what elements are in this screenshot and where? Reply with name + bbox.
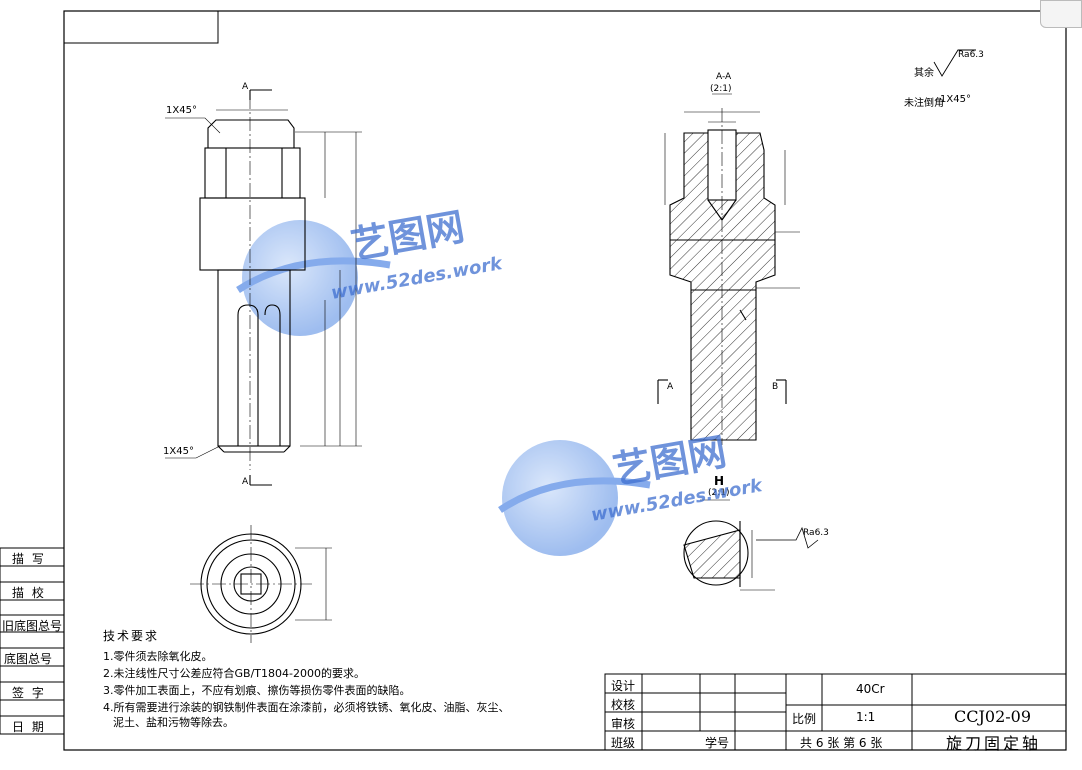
- tb-check-label: 校核: [611, 698, 636, 712]
- tb-audit-label: 审核: [611, 717, 636, 731]
- watermark-logo-1: [236, 220, 391, 336]
- side-label-sign: 签 字: [12, 686, 46, 700]
- tb-student-id-label: 学号: [705, 736, 730, 750]
- tech-req-item-4: 4.所有需要进行涂装的钢铁制件表面在涂漆前，必须将铁锈、氧化皮、油脂、灰尘、: [103, 701, 510, 714]
- tb-scale-label: 比例: [792, 712, 817, 726]
- tech-req-title: 技术要求: [103, 629, 160, 643]
- end-view: [190, 525, 332, 643]
- tech-req-item-1: 1.零件须去除氧化皮。: [103, 650, 213, 663]
- window-corner-button[interactable]: [1040, 0, 1082, 28]
- section-h: [683, 499, 819, 591]
- section-arrow-bottom: A: [242, 477, 249, 487]
- tb-design-label: 设计: [611, 679, 636, 693]
- side-label-draw-check: 描 校: [12, 586, 46, 600]
- chamfer-top-label: 1X45°: [166, 105, 197, 116]
- section-aa-scale: (2:1): [710, 84, 732, 94]
- section-arrow-top: A: [242, 82, 249, 92]
- side-table: [0, 547, 65, 735]
- tb-sheet-count: 共 6 张 第 6 张: [800, 736, 883, 750]
- tb-drawing-number: CCJ02-09: [954, 707, 1032, 726]
- side-label-draw: 描 写: [12, 552, 46, 566]
- tech-req-item-4-cont: 泥土、盐和污物等除去。: [113, 716, 234, 729]
- section-aa: [657, 93, 800, 445]
- roughness-value: Ra6.3: [958, 50, 984, 60]
- tb-material: 40Cr: [856, 682, 885, 696]
- tb-scale-value: 1:1: [856, 710, 876, 724]
- chamfer-bottom-label: 1X45°: [163, 446, 194, 457]
- section-aa-label: A-A: [716, 72, 732, 82]
- title-block-lines: [604, 673, 1067, 751]
- section-h-scale: (2:1): [708, 488, 730, 498]
- watermark-logo-2: [498, 440, 651, 556]
- section-h-label: H: [714, 474, 725, 488]
- tech-req-item-3: 3.零件加工表面上，不应有划痕、擦伤等损伤零件表面的缺陷。: [103, 684, 411, 697]
- tb-part-name: 旋刀固定轴: [946, 734, 1042, 753]
- side-label-old-index: 旧底图总号: [2, 619, 63, 633]
- side-label-index: 底图总号: [4, 652, 53, 666]
- inner-frame: [63, 10, 1067, 751]
- roughness-rest-label: 其余: [914, 68, 934, 79]
- tech-req-item-2: 2.未注线性尺寸公差应符合GB/T1804-2000的要求。: [103, 667, 365, 680]
- roughness-symbol: [933, 49, 976, 77]
- section-h-roughness: Ra6.3: [803, 528, 829, 538]
- chamfer-note-label: 未注倒角: [904, 98, 944, 109]
- section-arrow-left: A: [667, 382, 674, 392]
- chamfer-note-value: 1X45°: [940, 94, 971, 105]
- tb-class-label: 班级: [611, 736, 636, 750]
- section-arrow-right: B: [772, 382, 779, 392]
- front-view: [165, 89, 362, 486]
- side-label-date: 日 期: [12, 720, 46, 734]
